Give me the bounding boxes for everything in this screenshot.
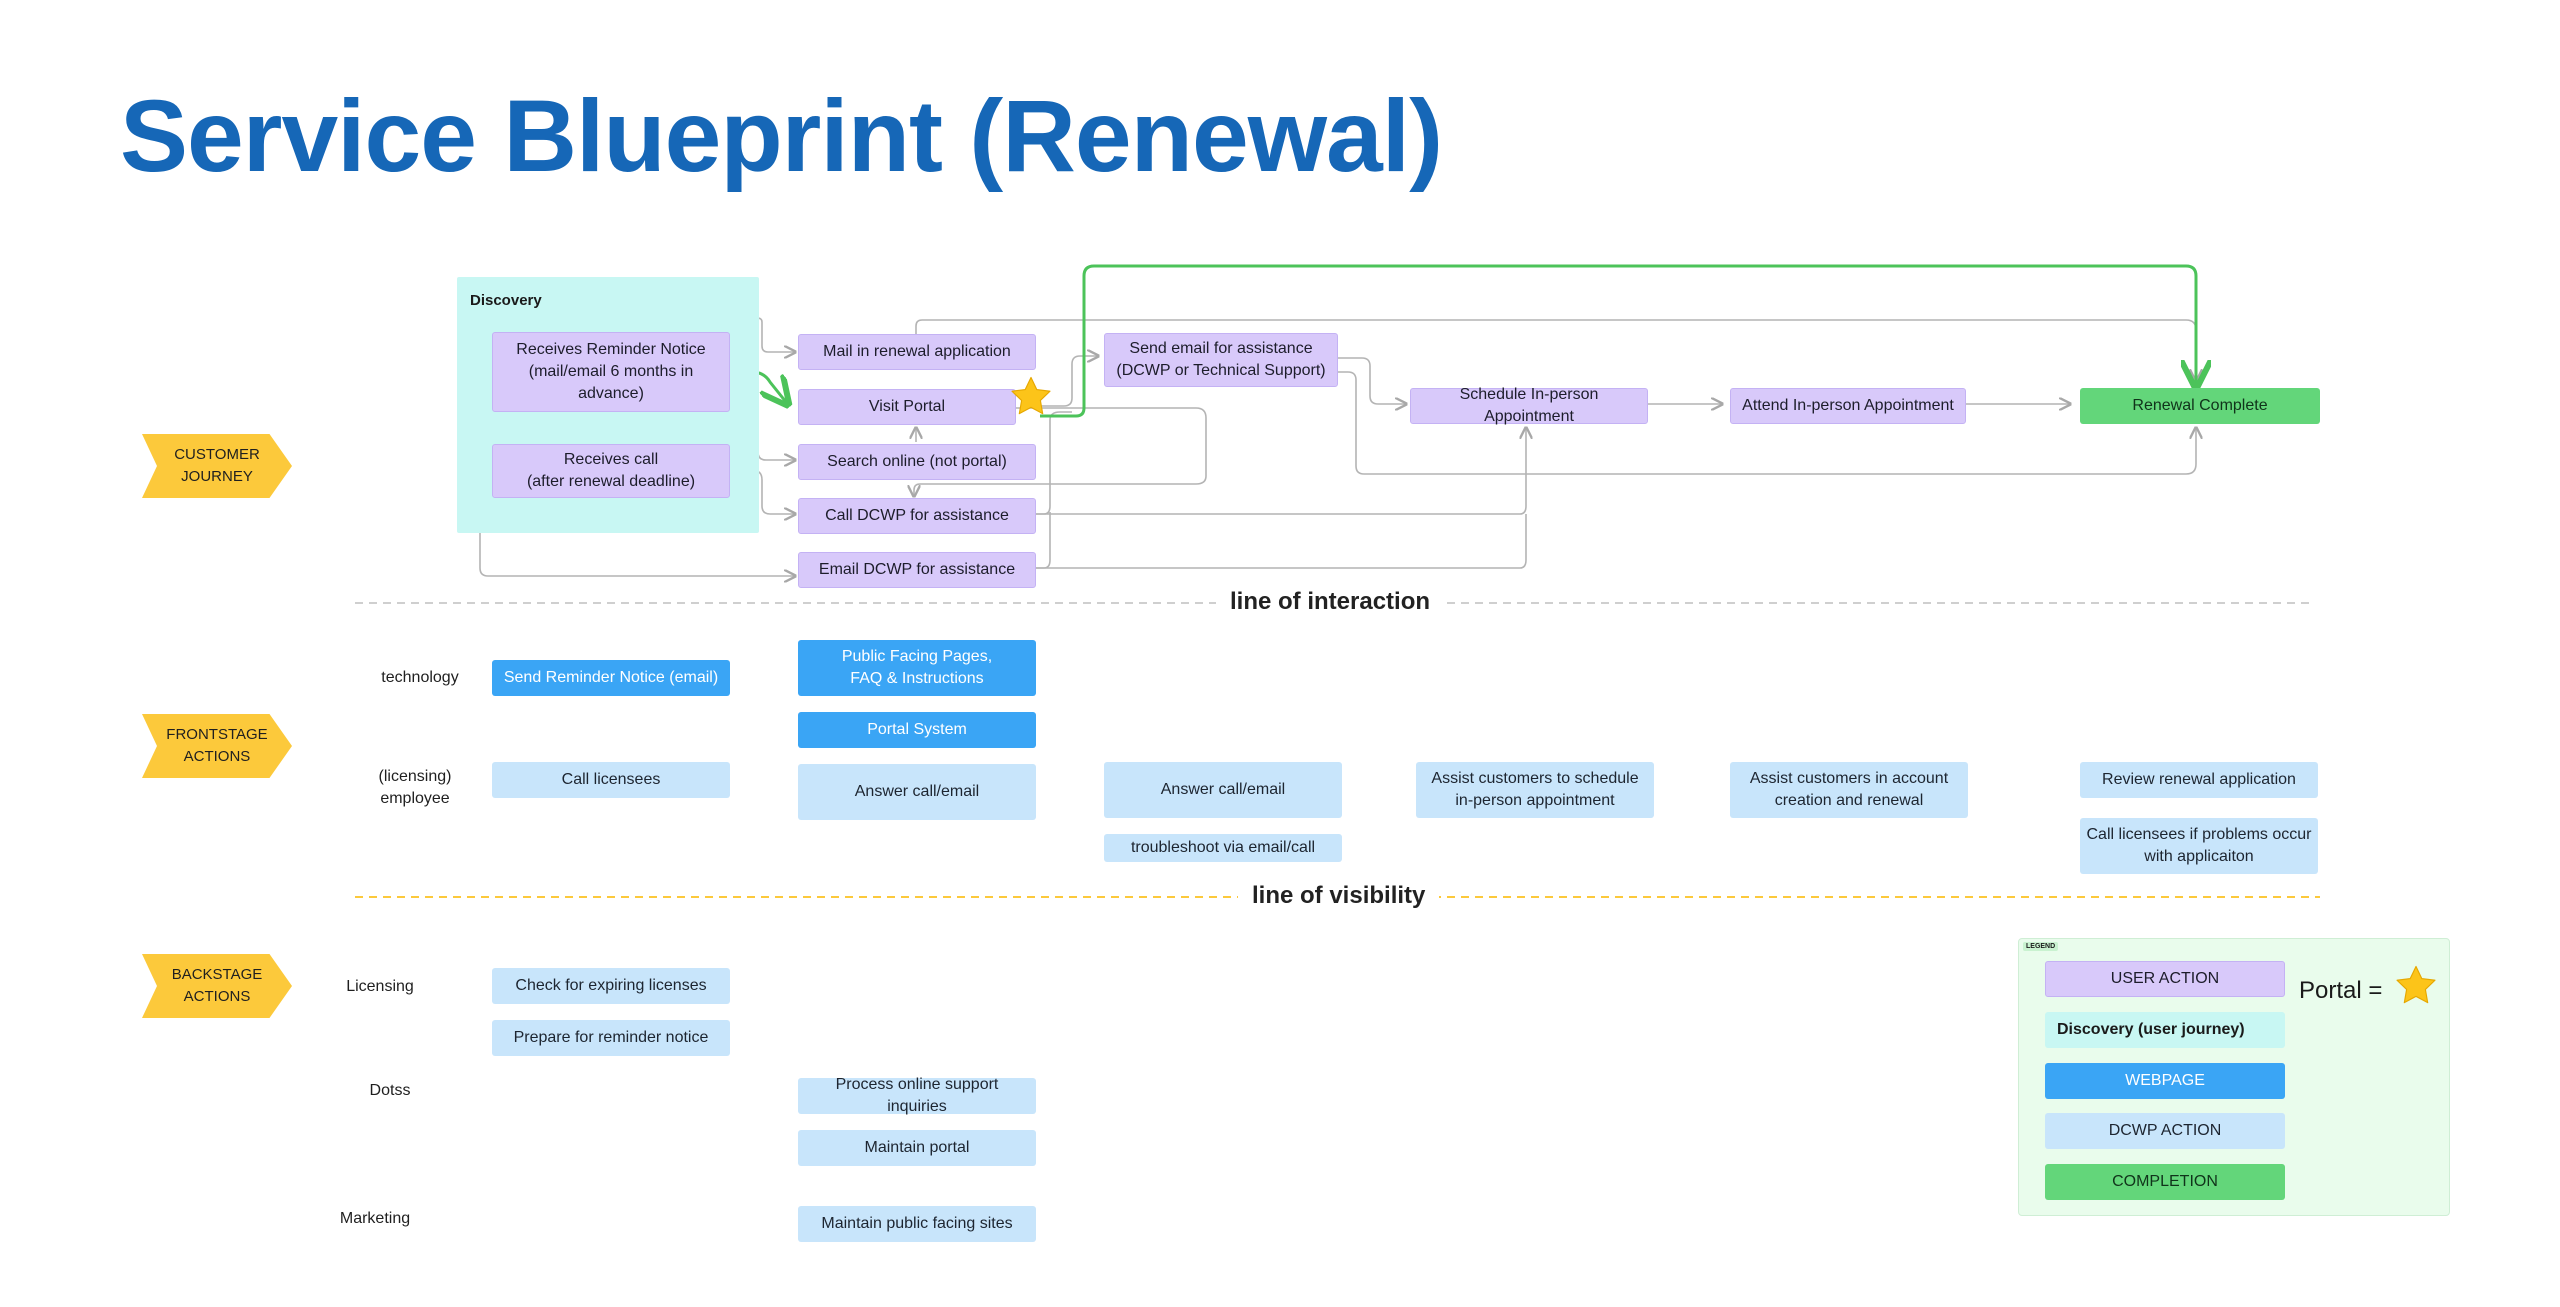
section-backstage: BACKSTAGE ACTIONS [142, 954, 292, 1018]
renewal-complete-card[interactable]: Renewal Complete [2080, 388, 2320, 424]
star-icon [2396, 965, 2436, 1004]
row-label-licensing: Licensing [346, 978, 414, 995]
row-label-employee: (licensing) employee [378, 768, 452, 807]
section-label: CUSTOMER JOURNEY [174, 446, 260, 485]
troubleshoot-card[interactable]: troubleshoot via email/call [1104, 834, 1342, 862]
public-pages-card[interactable]: Public Facing Pages, FAQ & Instructions [798, 640, 1036, 696]
schedule-appointment-card[interactable]: Schedule In-person Appointment [1410, 386, 1648, 425]
section-customer-journey: CUSTOMER JOURNEY [142, 434, 292, 498]
discovery-label: Discovery [470, 292, 542, 309]
prepare-reminder-card[interactable]: Prepare for reminder notice [492, 1020, 730, 1056]
legend-user-action: USER ACTION [2045, 961, 2285, 997]
review-application-card[interactable]: Review renewal application [2080, 762, 2318, 798]
legend-tag: LEGEND [2023, 942, 2059, 951]
call-dcwp-card[interactable]: Call DCWP for assistance [798, 498, 1036, 534]
send-reminder-card[interactable]: Send Reminder Notice (email) [492, 660, 730, 696]
call-licensees-card[interactable]: Call licensees [492, 762, 730, 798]
check-expiring-card[interactable]: Check for expiring licenses [492, 968, 730, 1004]
legend-webpage: WEBPAGE [2045, 1063, 2285, 1099]
call-problems-card[interactable]: Call licensees if problems occur with ap… [2080, 818, 2318, 874]
answer-call-card[interactable]: Answer call/email [798, 764, 1036, 820]
receives-call-card[interactable]: Receives call (after renewal deadline) [492, 444, 730, 498]
process-support-card[interactable]: Process online support inquiries [798, 1076, 1036, 1115]
search-online-card[interactable]: Search online (not portal) [798, 444, 1036, 480]
line-of-visibility-label: line of visibility [1238, 882, 1440, 910]
section-frontstage: FRONTSTAGE ACTIONS [142, 714, 292, 778]
assist-schedule-card[interactable]: Assist customers to schedule in-person a… [1416, 762, 1654, 818]
mail-in-card[interactable]: Mail in renewal application [798, 334, 1036, 370]
legend-completion: COMPLETION [2045, 1164, 2285, 1200]
portal-system-card[interactable]: Portal System [798, 712, 1036, 748]
line-of-interaction-label: line of interaction [1216, 588, 1445, 616]
visit-portal-card[interactable]: Visit Portal [798, 389, 1016, 425]
row-label-technology: technology [381, 669, 459, 686]
maintain-portal-card[interactable]: Maintain portal [798, 1130, 1036, 1166]
legend-panel: LEGEND USER ACTION Discovery (user journ… [2018, 938, 2450, 1216]
answer-call-card[interactable]: Answer call/email [1104, 762, 1342, 818]
legend-discovery: Discovery (user journey) [2045, 1012, 2285, 1048]
legend-dcwp-action: DCWP ACTION [2045, 1113, 2285, 1149]
attend-appointment-card[interactable]: Attend In-person Appointment [1730, 388, 1966, 424]
section-label: BACKSTAGE ACTIONS [171, 966, 263, 1005]
star-icon [1011, 376, 1051, 415]
row-label-marketing: Marketing [339, 1210, 411, 1227]
row-label-dotss: Dotss [369, 1082, 411, 1099]
page-title: Service Blueprint (Renewal) [120, 79, 1443, 193]
maintain-public-card[interactable]: Maintain public facing sites [798, 1206, 1036, 1242]
send-email-card[interactable]: Send email for assistance (DCWP or Techn… [1104, 333, 1338, 387]
section-label: FRONTSTAGE ACTIONS [166, 726, 268, 765]
email-dcwp-card[interactable]: Email DCWP for assistance [798, 552, 1036, 588]
legend-portal-label: Portal = [2299, 977, 2383, 1004]
reminder-notice-card[interactable]: Receives Reminder Notice (mail/email 6 m… [492, 332, 730, 412]
assist-account-card[interactable]: Assist customers in account creation and… [1730, 762, 1968, 818]
